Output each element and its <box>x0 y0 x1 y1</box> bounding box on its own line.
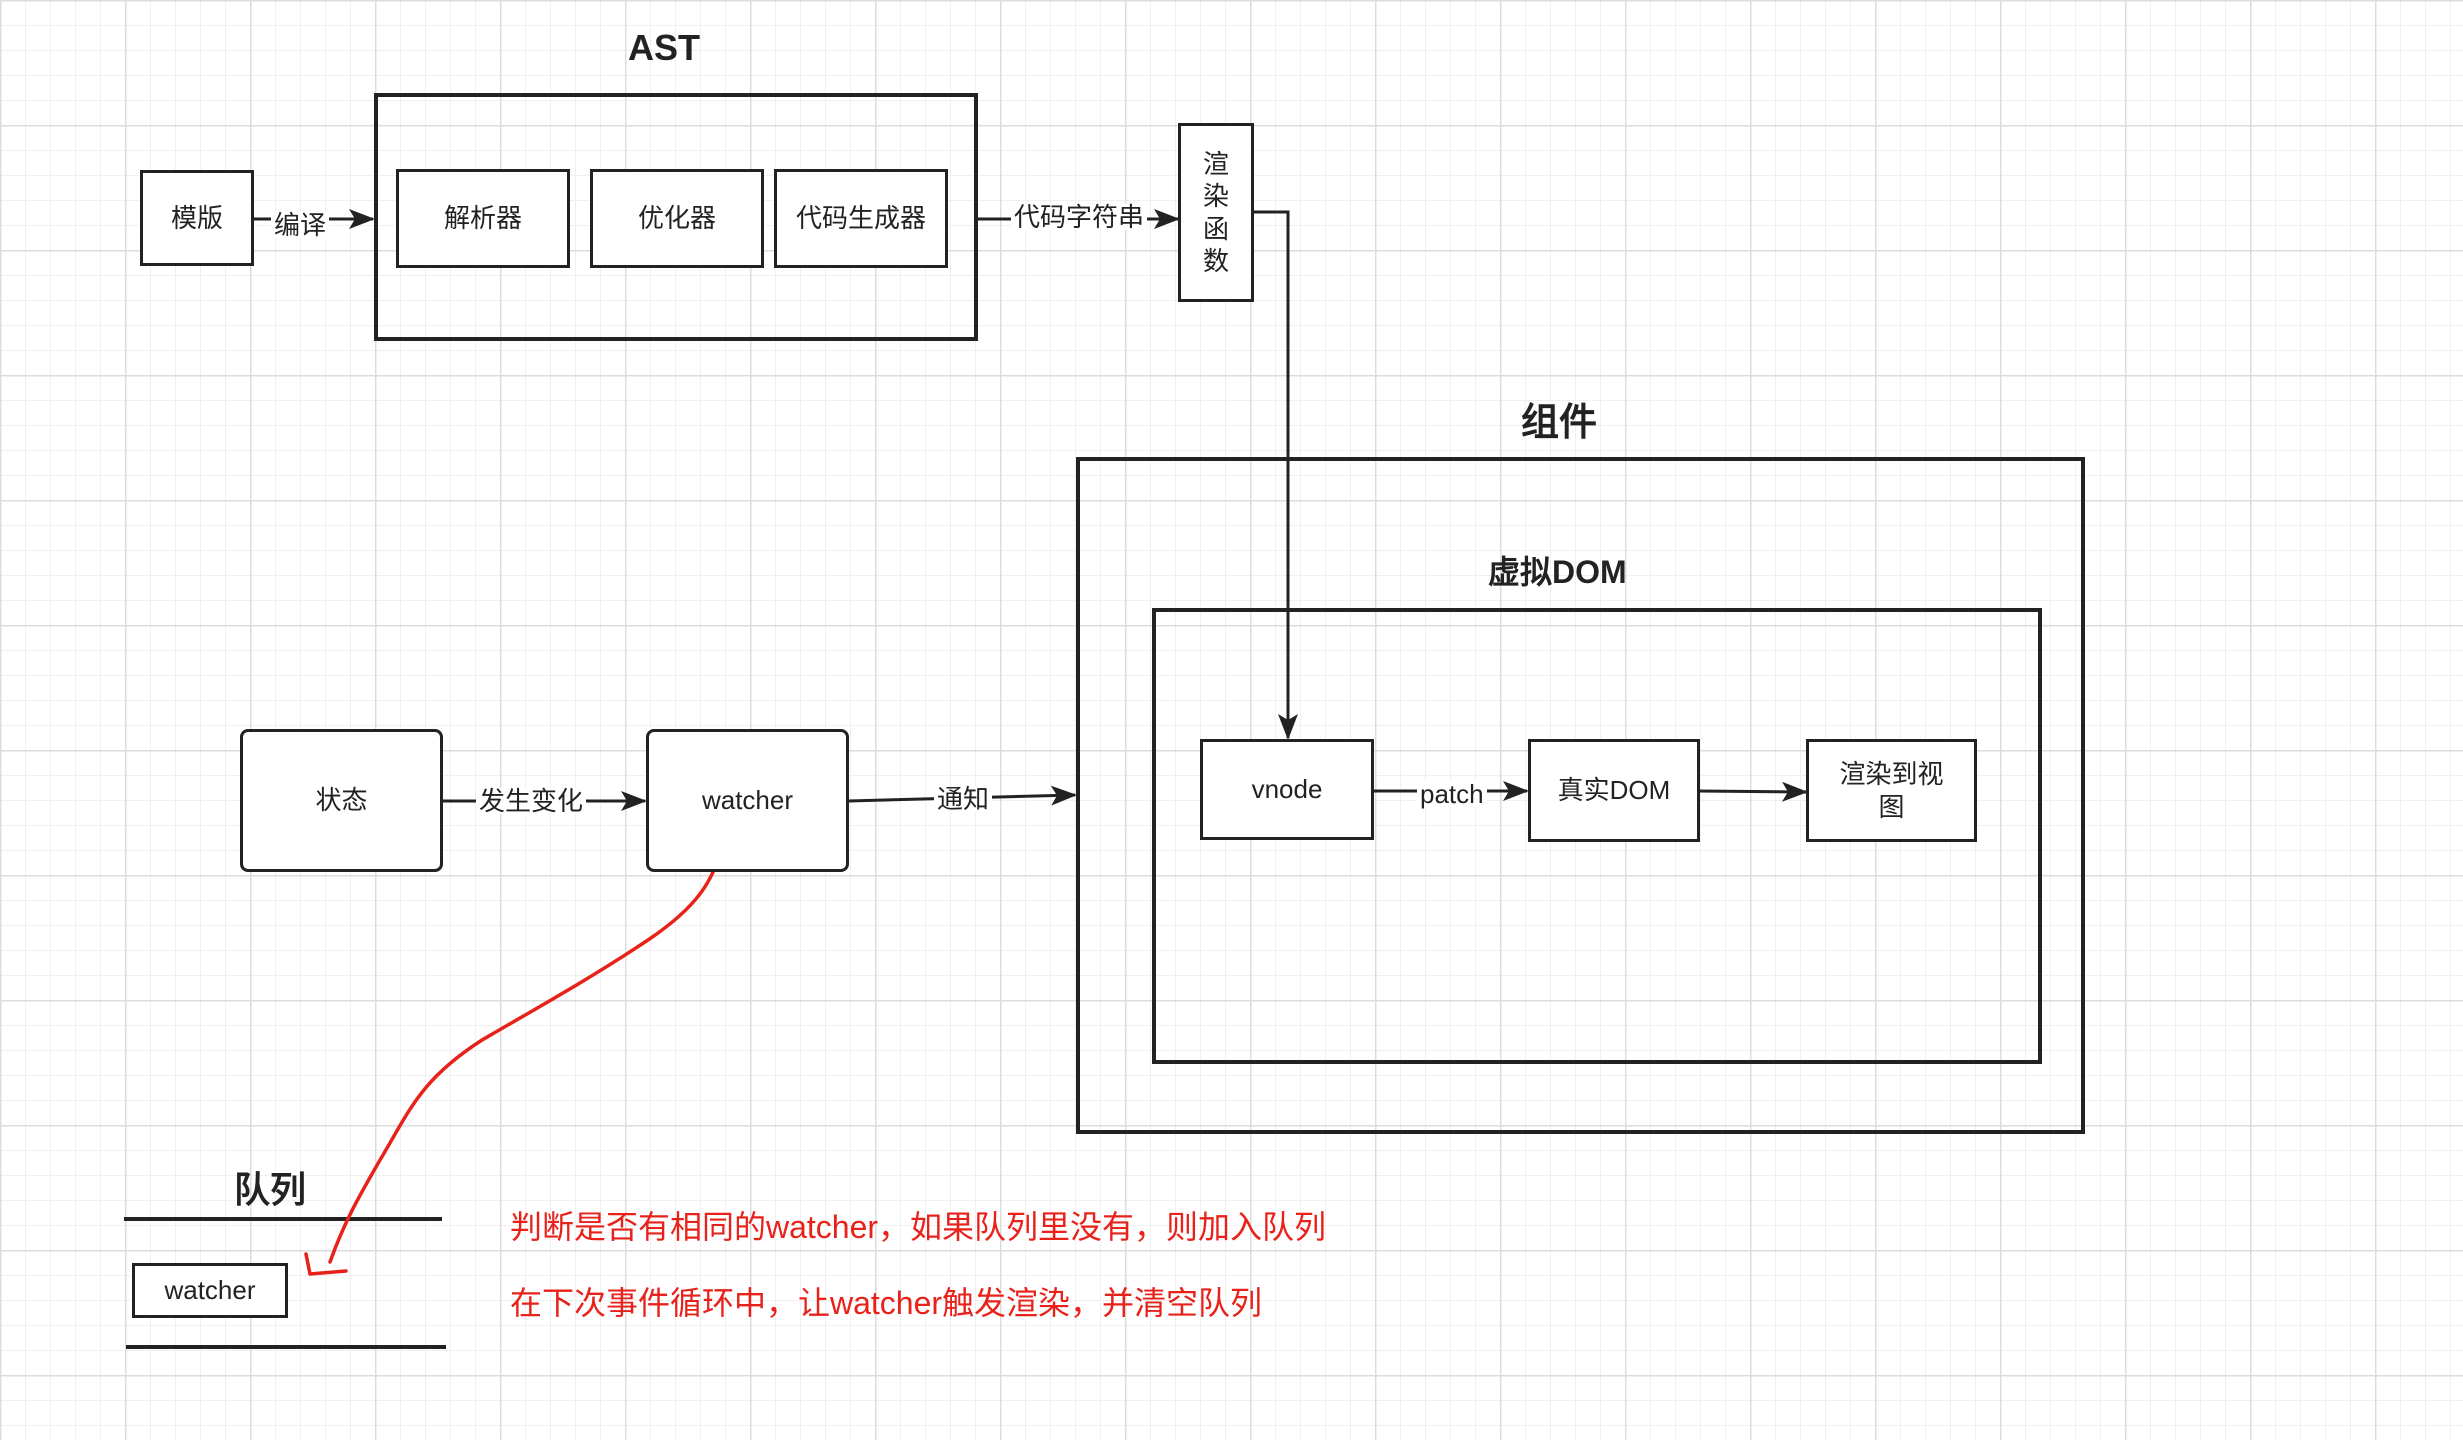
edge-label-code-string: 代码字符串 <box>1011 204 1148 230</box>
render-fn-char-4: 数 <box>1202 246 1229 276</box>
vdom-container <box>1152 608 2042 1064</box>
red-arrowhead <box>304 1252 348 1276</box>
ast-title: AST <box>628 27 700 68</box>
render-function-node: 渲 染 函 数 <box>1178 123 1254 302</box>
template-node: 模版 <box>140 170 254 266</box>
watcher-node: watcher <box>646 729 849 872</box>
queue-watcher-node: watcher <box>132 1263 288 1318</box>
state-node: 状态 <box>240 729 443 872</box>
render-view-node: 渲染到视图 <box>1806 739 1977 842</box>
edge-label-compile: 编译 <box>271 212 330 238</box>
vnode-node: vnode <box>1200 739 1374 840</box>
component-container <box>1076 457 2085 1134</box>
ast-container <box>374 93 978 341</box>
parser-node: 解析器 <box>396 169 570 268</box>
edge-render-to-vnode <box>1250 210 1298 740</box>
edge-label-patch: patch <box>1417 781 1487 807</box>
optimizer-node: 优化器 <box>590 169 764 268</box>
component-title: 组件 <box>1521 402 1598 444</box>
render-fn-char-3: 函 <box>1202 213 1229 244</box>
render-fn-char-2: 染 <box>1202 181 1229 211</box>
note-line-1: 判断是否有相同的watcher，如果队列里没有，则加入队列 <box>510 1209 1327 1245</box>
note-line-2: 在下次事件循环中，让watcher触发渲染，并清空队列 <box>510 1285 1263 1321</box>
real-dom-node: 真实DOM <box>1528 739 1700 842</box>
edge-label-notify: 通知 <box>934 786 993 812</box>
red-annotation-arrow <box>328 846 724 1264</box>
codegen-node: 代码生成器 <box>774 169 948 268</box>
render-fn-char-1: 渲 <box>1202 148 1229 179</box>
vdom-title: 虚拟DOM <box>1488 554 1627 590</box>
queue-title: 队列 <box>234 1169 307 1210</box>
edge-label-state-change: 发生变化 <box>476 788 587 814</box>
edge-dom-to-view <box>1697 781 1808 802</box>
